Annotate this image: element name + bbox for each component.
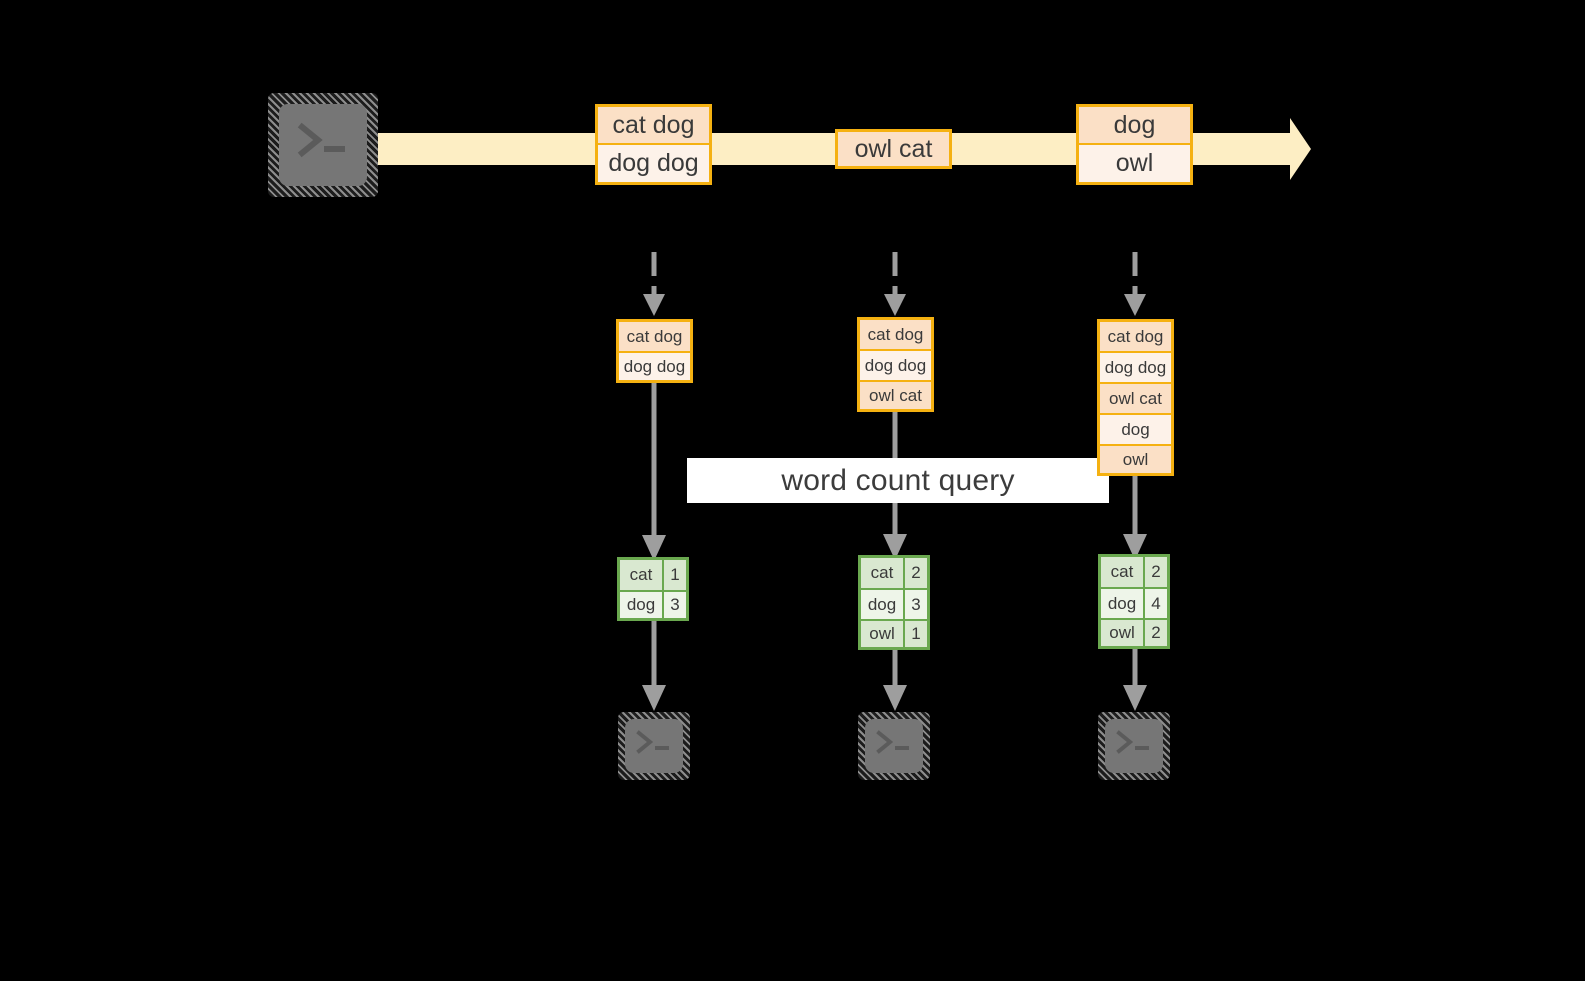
snapshot-line: dog dog: [1100, 353, 1171, 384]
result-count: 4: [1151, 593, 1161, 613]
event-line: cat dog: [598, 107, 709, 146]
dashed-connector-3: [1124, 252, 1146, 316]
result-word: cat: [620, 560, 664, 590]
terminal-prompt-icon: [876, 730, 909, 754]
result-word: cat: [1101, 557, 1145, 587]
result-count: 2: [911, 563, 921, 582]
stream-event-1[interactable]: cat dog dog dog: [595, 104, 712, 185]
snapshot-line: owl cat: [1100, 384, 1171, 415]
result-table-1[interactable]: cat 1 dog 3: [617, 557, 689, 621]
sink-connector-2: [883, 650, 907, 711]
snapshot-line: owl cat: [860, 382, 931, 409]
result-count: 2: [1151, 623, 1161, 642]
result-table-3[interactable]: cat 2 dog 4 owl 2: [1098, 554, 1170, 649]
result-count: 3: [911, 594, 921, 614]
result-word: cat: [861, 558, 905, 588]
sink-terminal-icon-3: [1098, 712, 1170, 780]
sink-connector-3: [1123, 649, 1147, 711]
result-count: 2: [1151, 562, 1161, 581]
event-line: owl cat: [838, 132, 949, 166]
sink-connector-1: [642, 621, 666, 711]
event-line: dog: [1079, 107, 1190, 146]
query-banner-label: word count query: [781, 463, 1015, 497]
icon-plate: [1105, 719, 1163, 773]
query-banner: word count query: [687, 458, 1109, 503]
table-row: dog 3: [861, 590, 927, 621]
icon-plate: [279, 104, 367, 186]
table-row: owl 2: [1101, 620, 1167, 646]
snapshot-stack-1[interactable]: cat dog dog dog: [616, 319, 693, 383]
terminal-prompt-icon: [297, 122, 345, 158]
snapshot-line: cat dog: [860, 320, 931, 351]
table-row: owl 1: [861, 621, 927, 647]
terminal-prompt-icon: [636, 730, 669, 754]
icon-plate: [865, 719, 923, 773]
snapshot-stack-3[interactable]: cat dog dog dog owl cat dog owl: [1097, 319, 1174, 476]
stream-event-3[interactable]: dog owl: [1076, 104, 1193, 185]
sink-terminal-icon-2: [858, 712, 930, 780]
icon-plate: [625, 719, 683, 773]
stream-event-2[interactable]: owl cat: [835, 129, 952, 169]
snapshot-line: cat dog: [619, 322, 690, 353]
result-word: dog: [1101, 589, 1145, 618]
result-word: dog: [861, 590, 905, 619]
terminal-prompt-icon: [1116, 730, 1149, 754]
result-count: 1: [670, 565, 680, 584]
table-row: cat 1: [620, 560, 686, 592]
event-line: dog dog: [598, 145, 709, 182]
result-count: 1: [911, 624, 921, 643]
dashed-connector-2: [884, 252, 906, 316]
query-connector-3: [1123, 476, 1147, 560]
table-row: cat 2: [1101, 557, 1167, 589]
table-row: dog 3: [620, 592, 686, 618]
sink-terminal-icon-1: [618, 712, 690, 780]
table-row: cat 2: [861, 558, 927, 590]
result-word: owl: [1101, 620, 1145, 646]
dashed-connector-1: [643, 252, 665, 316]
result-word: dog: [620, 592, 664, 618]
snapshot-line: dog: [1100, 415, 1171, 446]
result-count: 3: [670, 595, 680, 614]
table-row: dog 4: [1101, 589, 1167, 620]
source-terminal-icon: [268, 93, 378, 197]
snapshot-line: owl: [1100, 446, 1171, 473]
result-word: owl: [861, 621, 905, 647]
snapshot-stack-2[interactable]: cat dog dog dog owl cat: [857, 317, 934, 412]
snapshot-line: cat dog: [1100, 322, 1171, 353]
query-connector-1: [642, 383, 666, 561]
snapshot-line: dog dog: [860, 351, 931, 382]
event-line: owl: [1079, 145, 1190, 182]
result-table-2[interactable]: cat 2 dog 3 owl 1: [858, 555, 930, 650]
snapshot-line: dog dog: [619, 353, 690, 380]
